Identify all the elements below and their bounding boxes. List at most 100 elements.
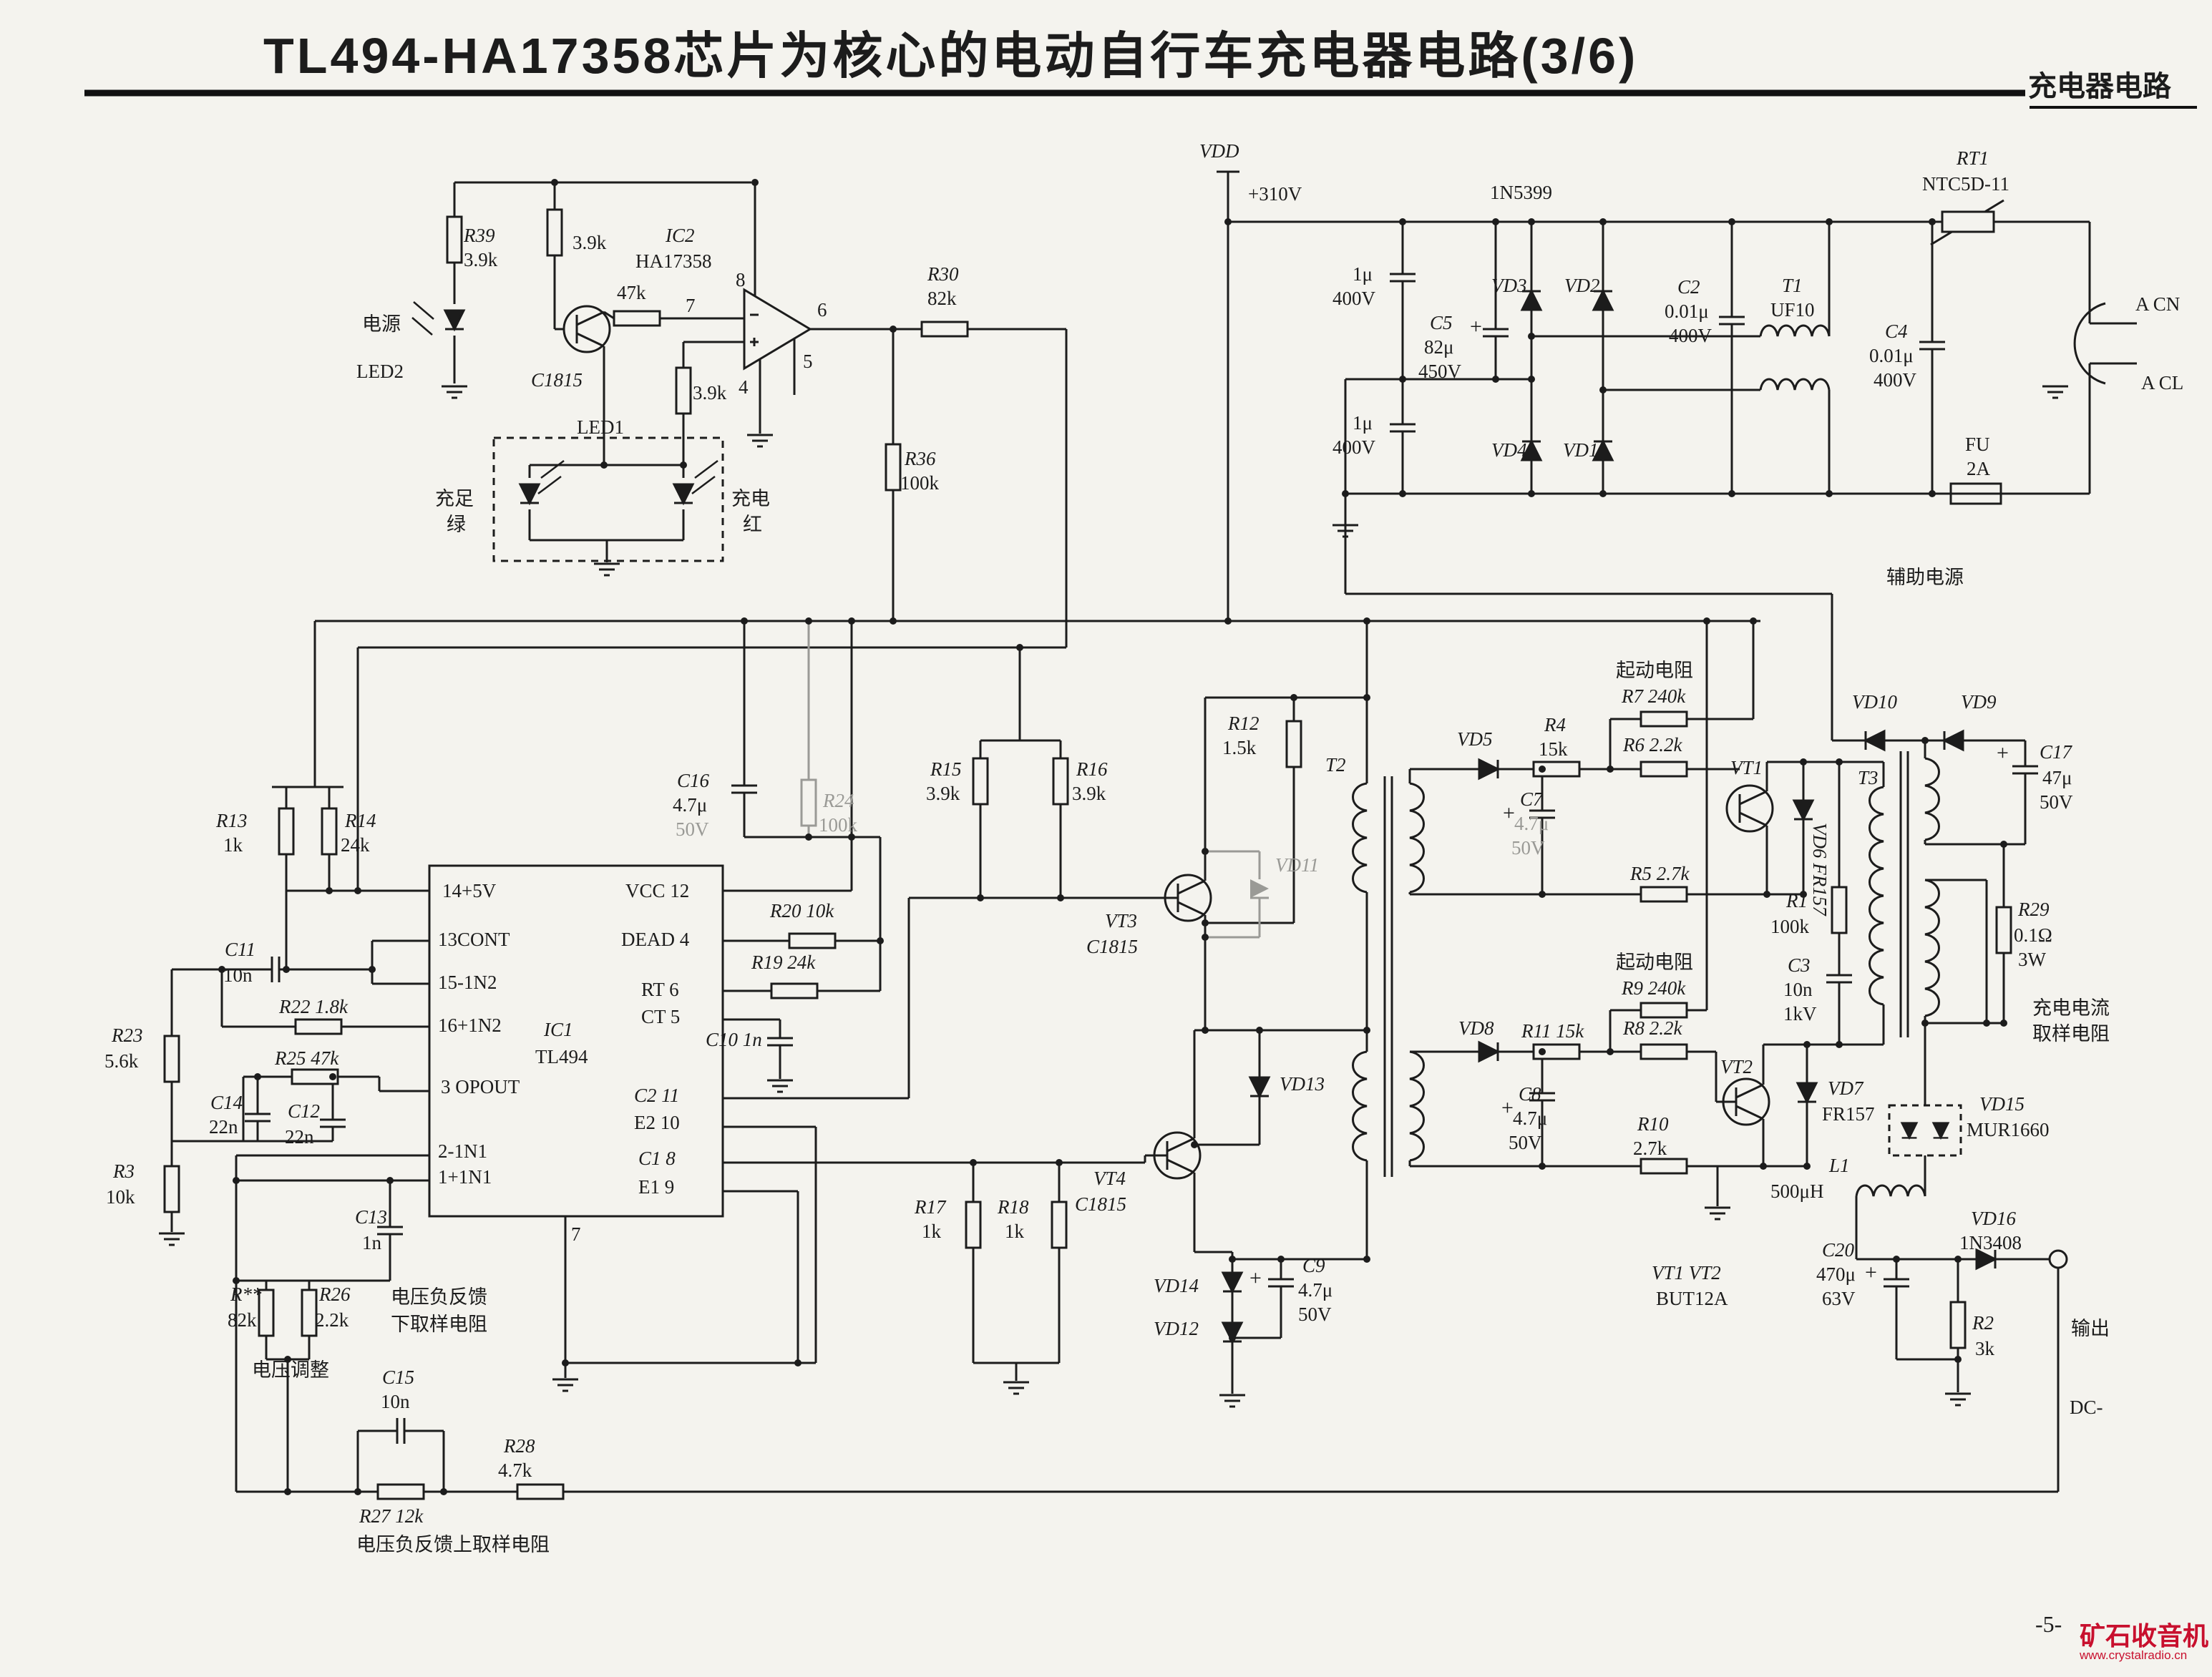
label-vd6-fr157: VD6 FR157	[1809, 823, 1831, 916]
label-c17: C17	[2040, 741, 2072, 763]
label-+: +	[1865, 1261, 1877, 1284]
label-vdd: VDD	[1199, 140, 1239, 162]
label-r13: R13	[216, 810, 248, 831]
junction-dots	[218, 179, 2007, 1495]
label-vt3: VT3	[1105, 910, 1138, 932]
label-c8: C8	[1519, 1083, 1541, 1105]
label-r24: R24	[823, 790, 854, 811]
label-r39: R39	[464, 225, 495, 246]
label-8: 8	[736, 269, 746, 290]
label-c16: C16	[677, 770, 710, 791]
label-vt2: VT2	[1720, 1056, 1753, 1077]
label-2a: 2A	[1967, 458, 1990, 479]
label-1n5399: 1N5399	[1490, 182, 1552, 203]
label-10n: 10n	[1783, 979, 1813, 1000]
label-r22-1.8k: R22 1.8k	[279, 996, 348, 1017]
label-0.01: 0.01μ	[1665, 300, 1709, 322]
label-+: +	[1503, 801, 1515, 825]
label-2.7k: 2.7k	[1633, 1138, 1667, 1159]
label-vd14: VD14	[1154, 1275, 1199, 1296]
label-10n: 10n	[223, 964, 253, 986]
label-1: 1μ	[1353, 412, 1373, 434]
label-400v: 400V	[1874, 369, 1916, 391]
label-+: +	[1249, 1266, 1262, 1290]
label-50v: 50V	[1509, 1132, 1542, 1153]
label-1kv: 1kV	[1783, 1003, 1817, 1025]
label-t1: T1	[1782, 275, 1803, 296]
label-50v: 50V	[1298, 1304, 1332, 1325]
label-3.9k: 3.9k	[926, 783, 960, 804]
label-zh-18: 充电	[731, 488, 770, 509]
label-ct-5: CT 5	[641, 1006, 681, 1027]
page-number: -5-	[2035, 1611, 2062, 1637]
label-22n: 22n	[209, 1116, 238, 1138]
label-r29: R29	[2018, 899, 2050, 920]
label-but12a: BUT12A	[1656, 1288, 1728, 1309]
label-6: 6	[817, 299, 827, 321]
label-c5: C5	[1430, 312, 1453, 333]
label-zh-53: 辅助电源	[1886, 567, 1964, 588]
label-l1: L1	[1829, 1155, 1850, 1176]
label-c1815: C1815	[1086, 936, 1139, 957]
page-title: TL494-HA17358芯片为核心的电动自行车充电器电路(3/6)	[263, 28, 1639, 84]
label-zh-17: 绿	[447, 514, 466, 535]
label-r36: R36	[905, 448, 936, 469]
label-1.5k: 1.5k	[1222, 737, 1257, 758]
label-3k: 3k	[1975, 1338, 1994, 1359]
label-r25-47k: R25 47k	[275, 1047, 339, 1069]
label-82: 82μ	[1424, 336, 1454, 358]
label-e1-9: E1 9	[638, 1176, 675, 1198]
label-2.2k: 2.2k	[315, 1309, 349, 1331]
label-r6-2.2k: R6 2.2k	[1623, 734, 1682, 756]
label-dead-4: DEAD 4	[621, 929, 690, 950]
label-rt1: RT1	[1957, 147, 1989, 169]
label-r18: R18	[998, 1196, 1029, 1218]
label-7: 7	[571, 1223, 581, 1245]
label-r10: R10	[1637, 1113, 1669, 1135]
label-r3: R3	[113, 1160, 135, 1182]
watermark-name: 矿石收音机	[2080, 1621, 2209, 1651]
label-1n: 1n	[362, 1232, 381, 1253]
label-r19-24k: R19 24k	[751, 952, 816, 973]
label-63v: 63V	[1822, 1288, 1856, 1309]
label-r**: R**	[230, 1284, 262, 1305]
faded-wires	[800, 621, 1269, 939]
label-3.9k: 3.9k	[464, 249, 498, 270]
label-vd1: VD1	[1563, 439, 1599, 461]
label-vd12: VD12	[1154, 1318, 1199, 1339]
label-r12: R12	[1228, 713, 1260, 734]
label-vd2: VD2	[1564, 275, 1600, 296]
label-r8-2.2k: R8 2.2k	[1623, 1017, 1682, 1039]
label-c2-11: C2 11	[634, 1085, 680, 1106]
label-13cont: 13CONT	[438, 929, 510, 950]
wires	[157, 170, 2137, 1500]
label-rt-6: RT 6	[641, 979, 679, 1000]
label-4.7: 4.7μ	[1513, 1108, 1548, 1129]
label-c11: C11	[225, 939, 256, 960]
label-c12: C12	[288, 1100, 321, 1122]
label-zh-16: 充足	[435, 488, 474, 509]
label-c2: C2	[1677, 276, 1700, 298]
label-c4: C4	[1885, 321, 1908, 342]
label-47k: 47k	[617, 282, 646, 303]
label-500-h: 500μH	[1770, 1180, 1824, 1202]
label-1n3408: 1N3408	[1959, 1232, 2022, 1253]
label-0.1: 0.1Ω	[2014, 924, 2052, 946]
label-vd8: VD8	[1458, 1017, 1494, 1039]
label-fr157: FR157	[1822, 1103, 1875, 1125]
label-r28: R28	[504, 1435, 535, 1457]
label-uf10: UF10	[1770, 299, 1815, 321]
label-100k: 100k	[819, 814, 857, 836]
label-470: 470μ	[1816, 1263, 1856, 1285]
label-vd16: VD16	[1971, 1208, 2016, 1229]
label-15-1n2: 15-1N2	[438, 972, 497, 993]
label-t3: T3	[1858, 767, 1879, 788]
label-dc: DC-	[2070, 1397, 2103, 1418]
label-450v: 450V	[1418, 361, 1461, 382]
label-4: 4	[739, 376, 749, 398]
label-r14: R14	[345, 810, 376, 831]
label-zh-192: 输出	[2071, 1318, 2110, 1339]
corner-tag: 充电器电路	[2028, 71, 2171, 102]
label-4.7k: 4.7k	[498, 1460, 532, 1481]
